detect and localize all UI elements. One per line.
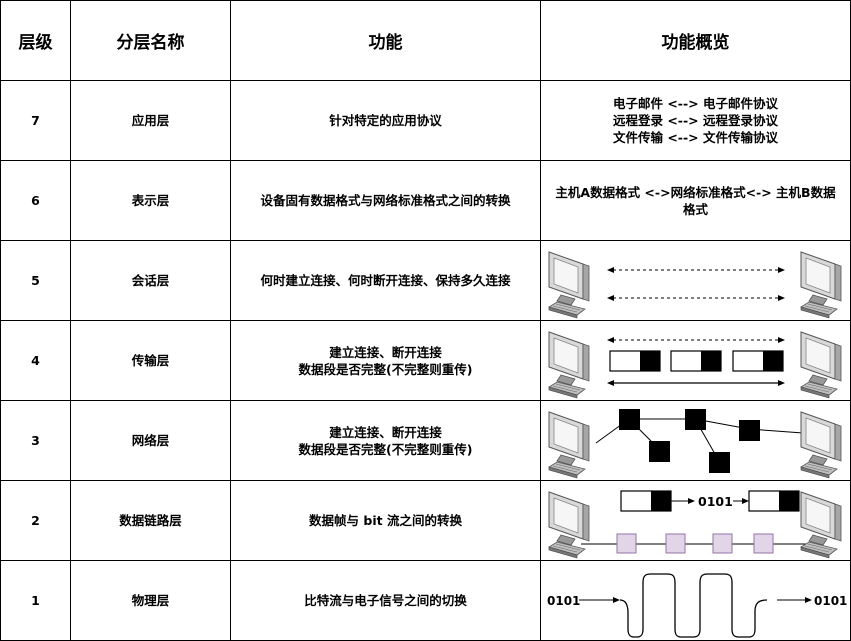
computer-icon	[800, 411, 842, 479]
arrow-right	[733, 498, 749, 504]
router-node	[649, 441, 670, 462]
layer-name-cell: 物理层	[70, 560, 231, 641]
overview-cell: 电子邮件 <--> 电子邮件协议 远程登录 <--> 远程登录协议 文件传输 <…	[540, 80, 851, 161]
table-row: 2 数据链路层 数据帧与 bit 流之间的转换 0101	[0, 480, 851, 561]
function-line: 设备固有数据格式与网络标准格式之间的转换	[260, 193, 511, 208]
overview-line: 文件传输 <--> 文件传输协议	[612, 130, 779, 145]
header-layer-name: 分层名称	[70, 0, 231, 81]
bit-frame	[616, 533, 637, 554]
level-cell: 4	[0, 320, 71, 401]
table-row: 6 表示层 设备固有数据格式与网络标准格式之间的转换 主机A数据格式 <->网络…	[0, 160, 851, 241]
arrow-right	[777, 597, 812, 603]
function-line: 数据帧与 bit 流之间的转换	[309, 513, 462, 528]
dashed-double-arrow	[607, 337, 785, 343]
frame-block	[748, 490, 800, 512]
router-node	[739, 420, 760, 441]
header-function: 功能	[230, 0, 541, 81]
layer-name-cell: 表示层	[70, 160, 231, 241]
layer-name-cell: 应用层	[70, 80, 231, 161]
table-row: 7 应用层 针对特定的应用协议 电子邮件 <--> 电子邮件协议 远程登录 <-…	[0, 80, 851, 161]
computer-icon	[548, 251, 590, 319]
function-line: 建立连接、断开连接	[329, 344, 442, 360]
physical-diagram: 0101 0101	[547, 573, 847, 638]
segment-block	[609, 350, 661, 372]
router-node	[685, 409, 706, 430]
overview-line: 格式	[682, 201, 708, 217]
table-row: 5 会话层 何时建立连接、何时断开连接、保持多久连接	[0, 240, 851, 321]
network-diagram-cell	[540, 400, 851, 481]
function-line: 数据段是否完整(不完整则重传)	[298, 361, 473, 377]
computer-icon	[800, 331, 842, 399]
router-node	[619, 409, 640, 430]
frame-block	[620, 490, 672, 512]
layer-name-cell: 数据链路层	[70, 480, 231, 561]
computer-icon	[548, 491, 590, 559]
bitstream-label: 0101	[698, 494, 733, 509]
signal-waveform	[619, 573, 768, 638]
function-cell: 数据帧与 bit 流之间的转换	[230, 480, 541, 561]
function-cell: 设备固有数据格式与网络标准格式之间的转换	[230, 160, 541, 241]
session-diagram	[548, 251, 842, 319]
dashed-double-arrow	[607, 267, 785, 273]
function-line: 何时建立连接、何时断开连接、保持多久连接	[260, 273, 511, 288]
function-line: 针对特定的应用协议	[329, 113, 442, 128]
bitstream-in-label: 0101	[547, 594, 580, 608]
level-cell: 6	[0, 160, 71, 241]
function-line: 比特流与电子信号之间的切换	[304, 593, 467, 608]
router-node	[709, 452, 730, 473]
overview-line: 远程登录 <--> 远程登录协议	[612, 113, 779, 128]
layer-name-cell: 网络层	[70, 400, 231, 481]
bit-frame	[665, 533, 686, 554]
solid-double-arrow	[607, 380, 785, 386]
computer-icon	[548, 331, 590, 399]
arrow-right	[579, 597, 620, 603]
level-cell: 1	[0, 560, 71, 641]
segment-block	[732, 350, 784, 372]
bitstream-out-label: 0101	[814, 594, 847, 608]
computer-icon	[548, 411, 590, 479]
function-cell: 比特流与电子信号之间的切换	[230, 560, 541, 641]
network-diagram	[548, 409, 842, 479]
computer-icon	[800, 251, 842, 319]
bit-frame	[712, 533, 733, 554]
function-cell: 建立连接、断开连接 数据段是否完整(不完整则重传)	[230, 400, 541, 481]
function-cell: 建立连接、断开连接 数据段是否完整(不完整则重传)	[230, 320, 541, 401]
transport-diagram	[548, 331, 842, 399]
level-cell: 2	[0, 480, 71, 561]
transport-diagram-cell	[540, 320, 851, 401]
computer-icon	[800, 491, 842, 559]
layer-name-cell: 传输层	[70, 320, 231, 401]
table-row: 3 网络层 建立连接、断开连接 数据段是否完整(不完整则重传)	[0, 400, 851, 481]
bit-frame	[753, 533, 774, 554]
header-row: 层级 分层名称 功能 功能概览	[0, 0, 851, 81]
table-row: 4 传输层 建立连接、断开连接 数据段是否完整(不完整则重传)	[0, 320, 851, 401]
arrow-right	[671, 498, 695, 504]
function-cell: 针对特定的应用协议	[230, 80, 541, 161]
overview-line: 主机A数据格式 <->网络标准格式<-> 主机B数据	[555, 184, 836, 200]
datalink-diagram-cell: 0101	[540, 480, 851, 561]
level-cell: 5	[0, 240, 71, 321]
header-level: 层级	[0, 0, 71, 81]
session-diagram-cell	[540, 240, 851, 321]
function-cell: 何时建立连接、何时断开连接、保持多久连接	[230, 240, 541, 321]
datalink-diagram: 0101	[548, 490, 842, 559]
physical-diagram-cell: 0101 0101	[540, 560, 851, 641]
overview-cell: 主机A数据格式 <->网络标准格式<-> 主机B数据 格式	[540, 160, 851, 241]
function-line: 建立连接、断开连接	[329, 424, 442, 440]
function-line: 数据段是否完整(不完整则重传)	[298, 441, 473, 457]
layer-name-cell: 会话层	[70, 240, 231, 321]
header-overview: 功能概览	[540, 0, 851, 81]
level-cell: 7	[0, 80, 71, 161]
overview-line: 电子邮件 <--> 电子邮件协议	[612, 96, 779, 111]
level-cell: 3	[0, 400, 71, 481]
table-row: 1 物理层 比特流与电子信号之间的切换 0101 0101	[0, 560, 851, 641]
segment-block	[670, 350, 722, 372]
dashed-double-arrow	[607, 295, 785, 301]
